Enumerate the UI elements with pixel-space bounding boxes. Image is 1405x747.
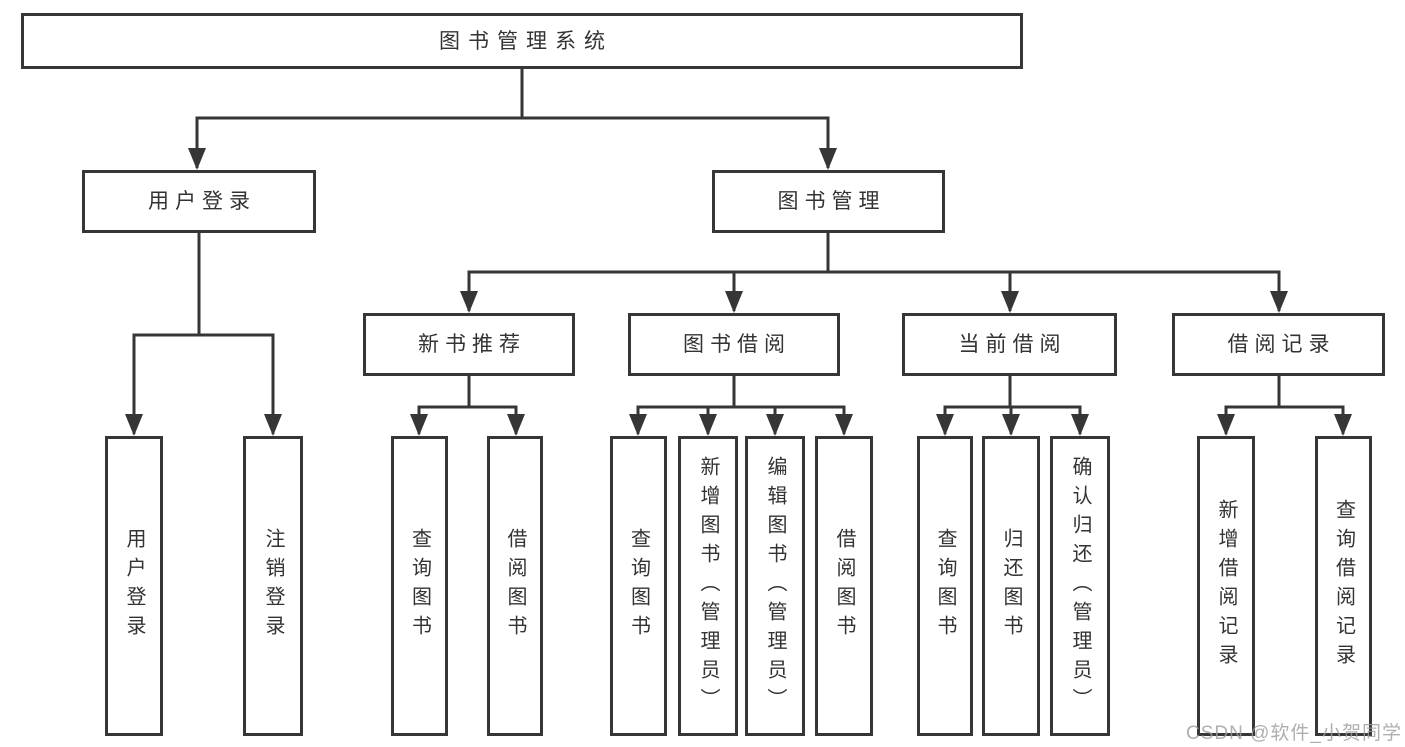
- leaf-confirm-return-admin: 确认归还（管理员）: [1050, 436, 1110, 736]
- node-label: 用户登录: [123, 528, 145, 644]
- leaf-add-books-admin: 新增图书（管理员）: [678, 436, 738, 736]
- connector-segments: [132, 68, 1345, 434]
- node-borrowing-records: 借阅记录: [1172, 313, 1385, 376]
- node-label: 归还图书: [1000, 528, 1022, 644]
- node-label: 用户登录: [148, 190, 256, 213]
- node-current-borrowing: 当前借阅: [902, 313, 1117, 376]
- leaf-recommend-borrow-books: 借阅图书: [487, 436, 543, 736]
- node-label: 查询图书: [627, 528, 650, 644]
- leaf-add-borrow-record: 新增借阅记录: [1197, 436, 1255, 736]
- leaf-recommend-query-books: 查询图书: [391, 436, 448, 736]
- node-label: 新书推荐: [418, 333, 526, 356]
- node-label: 图书借阅: [683, 333, 791, 356]
- leaf-borrowing-query-books: 查询图书: [610, 436, 667, 736]
- node-book-borrowing: 图书借阅: [628, 313, 840, 376]
- node-label: 借阅记录: [1227, 333, 1336, 356]
- node-label: 注销登录: [262, 528, 284, 644]
- leaf-query-borrow-record: 查询借阅记录: [1315, 436, 1372, 736]
- node-new-book-recommend: 新书推荐: [363, 313, 575, 376]
- leaf-current-query-books: 查询图书: [917, 436, 973, 736]
- node-book-management-branch: 图书管理: [712, 170, 945, 233]
- node-label: 编辑图书（管理员）: [764, 455, 786, 717]
- leaf-return-books: 归还图书: [982, 436, 1040, 736]
- node-label: 确认归还（管理员）: [1069, 455, 1091, 717]
- watermark: CSDN @软件_小贺同学: [1186, 723, 1402, 744]
- node-user-login-branch: 用户登录: [82, 170, 316, 233]
- node-label: 当前借阅: [958, 333, 1067, 356]
- node-label: 借阅图书: [833, 528, 855, 644]
- node-library-management-system: 图书管理系统: [21, 13, 1023, 69]
- node-label: 图书管理: [777, 190, 886, 213]
- node-label: 查询图书: [408, 528, 431, 644]
- leaf-borrowing-borrow-books: 借阅图书: [815, 436, 873, 736]
- node-label: 借阅图书: [504, 528, 526, 644]
- leaf-logout: 注销登录: [243, 436, 303, 736]
- node-label: 新增图书（管理员）: [697, 455, 719, 717]
- leaf-edit-books-admin: 编辑图书（管理员）: [745, 436, 805, 736]
- node-label: 新增借阅记录: [1215, 499, 1237, 673]
- node-label: 查询图书: [934, 528, 956, 644]
- node-label: 查询借阅记录: [1332, 499, 1355, 673]
- node-label: 图书管理系统: [439, 29, 613, 53]
- leaf-user-login: 用户登录: [105, 436, 163, 736]
